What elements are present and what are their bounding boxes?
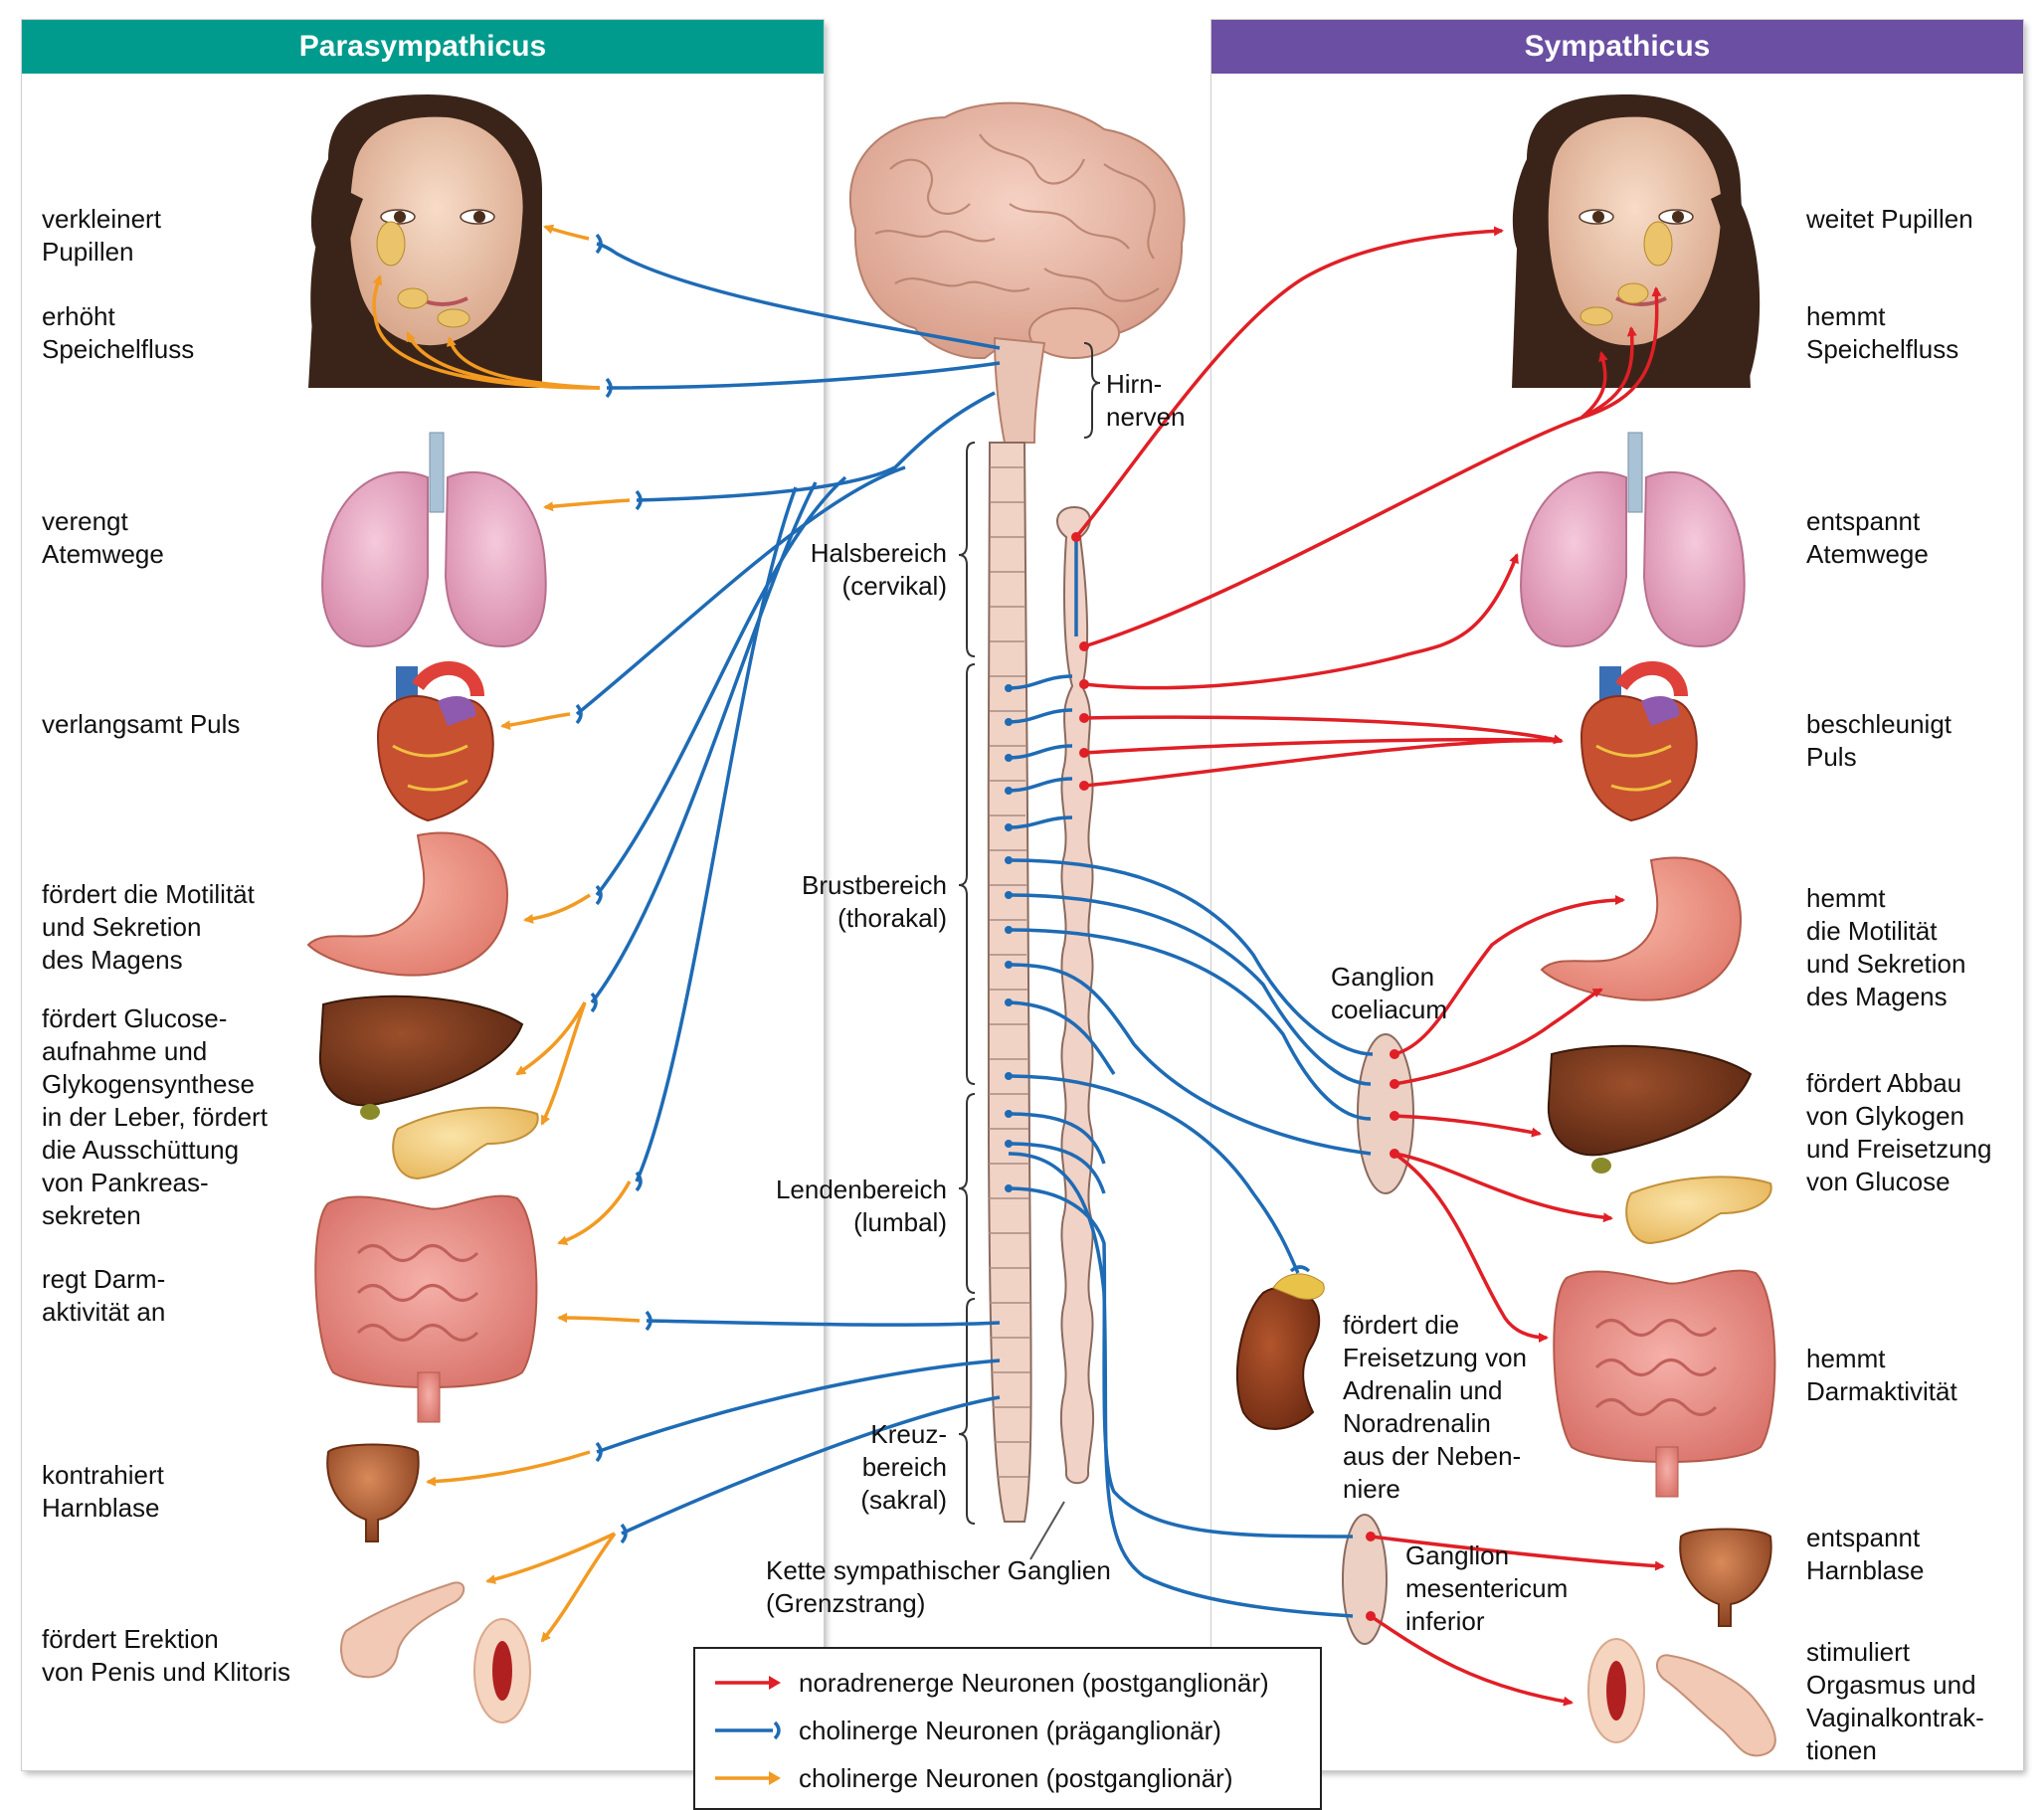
bladder-right-icon	[1679, 1528, 1772, 1627]
pancreas-right-icon	[1625, 1176, 1772, 1245]
intestines-right-icon	[1553, 1269, 1776, 1498]
sympathetic-chain-label: Kette sympathischer Ganglien (Grenzstran…	[766, 1555, 1111, 1618]
penis-right-icon	[1656, 1654, 1776, 1757]
brain-icon	[848, 101, 1186, 444]
spinal-cord-icon	[987, 442, 1032, 1523]
right-effect-stomach: hemmt die Motilität und Sekretion des Ma…	[1806, 883, 1966, 1011]
left-effect-airways: verengt Atemwege	[42, 506, 164, 569]
sympathetic-preganglionic-fibers	[1008, 537, 1374, 1618]
left-effect-pulse: verlangsamt Puls	[42, 709, 241, 739]
left-effect-liver-pancreas: fördert Glucose- aufnahme und Glykogensy…	[42, 1003, 268, 1230]
spinal-origin-dots	[1005, 684, 1013, 1192]
blue-synapse-icon	[715, 1720, 781, 1740]
heart-left-icon	[376, 661, 494, 822]
sympathetic-ganglion-dots	[1071, 532, 1399, 1621]
left-effect-saliva: erhöht Speichelfluss	[42, 301, 195, 364]
right-effect-pupils: weitet Pupillen	[1806, 204, 1973, 234]
legend-item-cholinergic-pre: cholinerge Neuronen (präganglionär)	[713, 1711, 1221, 1750]
vulva-left-icon	[473, 1618, 531, 1723]
ganglion-coeliacum-label: Ganglion coeliacum	[1331, 962, 1448, 1024]
right-effect-pulse: beschleunigt Puls	[1806, 709, 1951, 772]
synapse-marks	[575, 233, 652, 1544]
pancreas-left-icon	[392, 1106, 539, 1180]
region-lumbar-label: Lendenbereich (lumbal)	[775, 1175, 947, 1237]
intestines-left-icon	[314, 1194, 538, 1423]
vulva-right-icon	[1587, 1638, 1645, 1743]
face-left-icon	[308, 94, 542, 388]
liver-right-icon	[1547, 1044, 1753, 1174]
legend-item-noradrenergic: noradrenerge Neuronen (postganglionär)	[713, 1663, 1269, 1703]
heart-right-icon	[1579, 661, 1698, 822]
parasympathetic-postganglionic-fibers	[372, 224, 641, 1643]
orange-arrow-icon	[715, 1771, 781, 1785]
liver-left-icon	[318, 995, 524, 1120]
parasympathicus-title: Parasympathicus	[22, 20, 824, 74]
sympathicus-title: Sympathicus	[1211, 20, 2023, 74]
hirnnerven-label: Hirn- nerven	[1106, 369, 1186, 432]
penis-left-icon	[340, 1581, 465, 1679]
right-effect-intestine: hemmt Darmaktivität	[1806, 1344, 1957, 1406]
left-effect-stomach: fördert die Motilität und Sekretion des …	[42, 879, 255, 975]
adrenal-effect-label: fördert die Freisetzung von Adrenalin un…	[1343, 1310, 1527, 1504]
face-right-icon	[1512, 94, 1761, 388]
region-braces	[958, 342, 1101, 1560]
sympathetic-chain-icon	[1056, 505, 1095, 1485]
ganglion-mesentericum-icon	[1342, 1514, 1388, 1645]
right-effect-liver: fördert Abbau von Glykogen und Freisetzu…	[1806, 1068, 1992, 1196]
parasympathetic-preganglionic-fibers	[575, 242, 1001, 1536]
left-effect-erection: fördert Erektion von Penis und Klitoris	[42, 1624, 291, 1687]
region-thoracic-label: Brustbereich (thorakal)	[802, 870, 947, 933]
lungs-right-icon	[1520, 432, 1746, 648]
sympathetic-postganglionic-fibers	[1074, 226, 1665, 1707]
legend-label: cholinerge Neuronen (postganglionär)	[799, 1762, 1233, 1793]
right-effect-orgasm: stimuliert Orgasmus und Vaginalkontrak- …	[1806, 1637, 1984, 1765]
legend-label: noradrenerge Neuronen (postganglionär)	[799, 1667, 1269, 1698]
left-effect-pupils: verkleinert Pupillen	[42, 204, 161, 267]
red-arrow-icon	[715, 1676, 781, 1690]
legend-item-cholinergic-post: cholinerge Neuronen (postganglionär)	[713, 1758, 1233, 1798]
region-cervical-label: Halsbereich (cervikal)	[810, 538, 947, 601]
right-effect-bladder: entspannt Harnblase	[1806, 1523, 1925, 1585]
right-effect-airways: entspannt Atemwege	[1806, 506, 1929, 569]
legend-label: cholinerge Neuronen (präganglionär)	[799, 1715, 1221, 1745]
left-effect-intestine: regt Darm- aktivität an	[42, 1264, 166, 1327]
left-effect-bladder: kontrahiert Harnblase	[42, 1460, 164, 1523]
stomach-left-icon	[306, 831, 509, 977]
lungs-left-icon	[321, 432, 547, 648]
bladder-left-icon	[326, 1443, 420, 1542]
stomach-right-icon	[1540, 856, 1743, 1001]
right-effect-saliva: hemmt Speichelfluss	[1806, 301, 1959, 364]
ganglion-coeliacum-icon	[1357, 1033, 1414, 1194]
sympathetic-synapse-marks	[1289, 1265, 1311, 1273]
kidney-adrenal-icon	[1235, 1273, 1325, 1430]
legend: noradrenerge Neuronen (postganglionär) c…	[693, 1647, 1322, 1810]
region-sacral-label: Kreuz- bereich (sakral)	[860, 1419, 947, 1515]
ganglion-mesentericum-label: Ganglion mesentericum inferior	[1405, 1540, 1569, 1636]
